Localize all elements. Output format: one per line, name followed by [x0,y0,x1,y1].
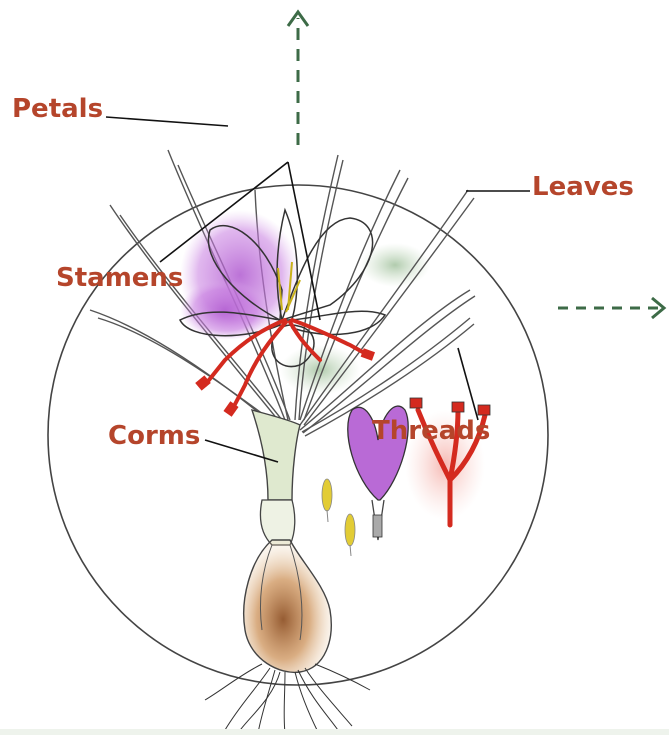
dashed-up-arrow-icon [288,12,308,145]
corm-bulb [244,540,332,672]
label-stamens: Stamens [56,263,183,293]
leaf-wash [360,243,430,287]
stem [252,410,300,545]
bottom-strip [0,729,669,735]
leaf-wash-lower [280,345,360,395]
label-leaves: Leaves [532,172,634,202]
dashed-right-arrow-icon [558,298,664,318]
label-petals: Petals [12,94,103,124]
petals-leader [106,117,228,126]
yellow-anthers [322,479,355,556]
label-corms: Corms [108,421,200,451]
label-threads: Threads [372,416,490,446]
roots [205,664,370,733]
